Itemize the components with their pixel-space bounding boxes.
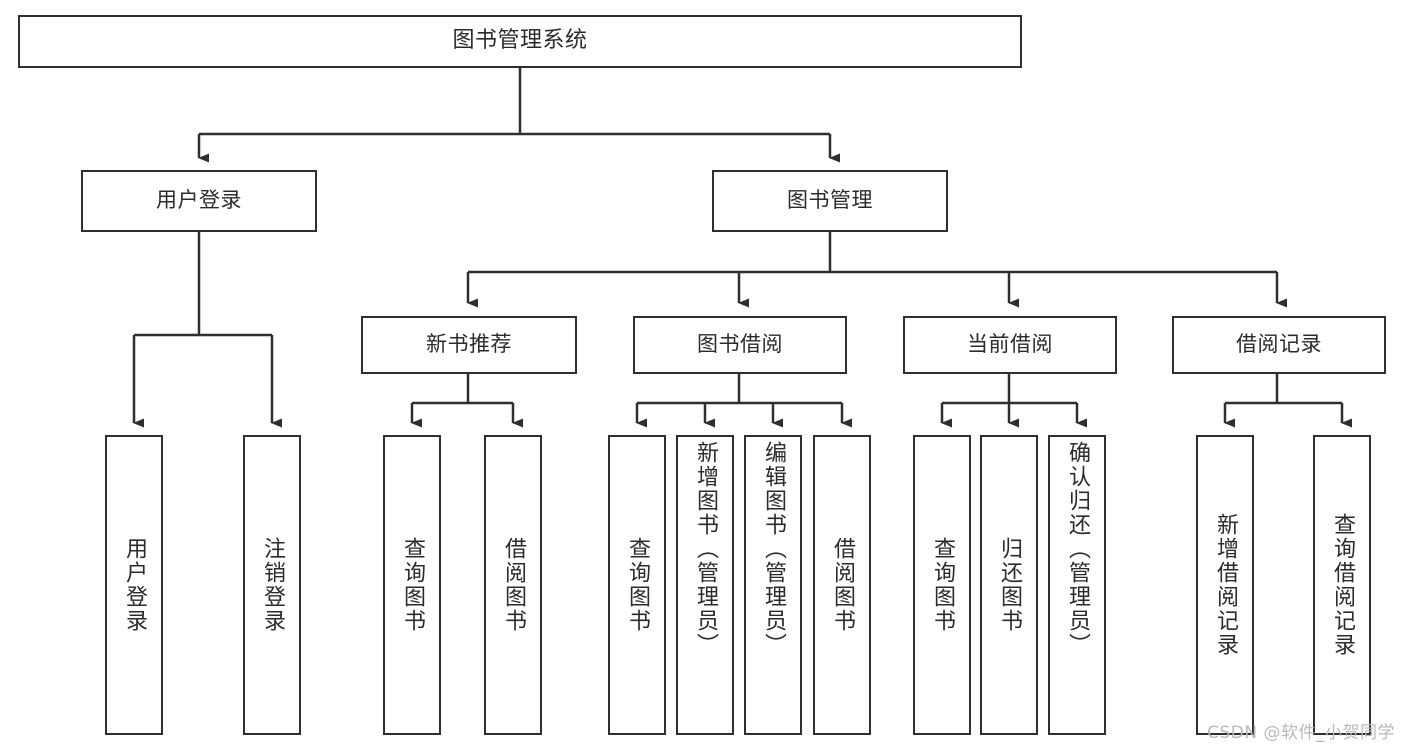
node-label: 查询图书: [400, 537, 425, 633]
node-label: 图书管理系统: [452, 28, 588, 54]
node-leaf-borrow-book-borrowing[interactable]: 借阅图书: [813, 435, 871, 735]
node-label: 借阅图书: [501, 537, 526, 633]
node-label: 图书管理: [787, 188, 873, 213]
node-label: 查询图书: [930, 537, 955, 633]
node-leaf-user-login[interactable]: 用户登录: [105, 435, 163, 735]
node-book-management[interactable]: 图书管理: [712, 170, 948, 232]
node-leaf-add-borrow-record[interactable]: 新增借阅记录: [1196, 435, 1254, 735]
node-label: 查询借阅记录: [1330, 513, 1355, 657]
node-leaf-borrow-book-recommendation[interactable]: 借阅图书: [484, 435, 542, 735]
node-root-book-management-system[interactable]: 图书管理系统: [18, 15, 1022, 68]
node-label: 当前借阅: [967, 332, 1053, 357]
node-label: 归还图书: [997, 537, 1022, 633]
node-label: 图书借阅: [697, 332, 783, 357]
node-leaf-logout-login[interactable]: 注销登录: [243, 435, 301, 735]
node-leaf-edit-book-admin[interactable]: 编辑图书（管理员）: [744, 435, 802, 735]
node-leaf-query-borrow-record[interactable]: 查询借阅记录: [1313, 435, 1371, 735]
node-user-login[interactable]: 用户登录: [81, 170, 317, 232]
node-leaf-query-book-current[interactable]: 查询图书: [913, 435, 971, 735]
node-leaf-return-book[interactable]: 归还图书: [980, 435, 1038, 735]
node-leaf-query-book-borrowing[interactable]: 查询图书: [608, 435, 666, 735]
node-label: 注销登录: [260, 537, 285, 633]
node-label: 确认归还（管理员）: [1065, 441, 1090, 657]
node-label: 借阅图书: [830, 537, 855, 633]
node-leaf-query-book-recommendation[interactable]: 查询图书: [383, 435, 441, 735]
node-label: 编辑图书（管理员）: [761, 441, 786, 657]
node-current-borrowing[interactable]: 当前借阅: [903, 316, 1117, 374]
node-leaf-confirm-return-admin[interactable]: 确认归还（管理员）: [1048, 435, 1106, 735]
node-label: 用户登录: [156, 188, 242, 213]
node-label: 新增图书（管理员）: [693, 441, 718, 657]
node-label: 查询图书: [625, 537, 650, 633]
node-label: 用户登录: [122, 537, 147, 633]
node-label: 新增借阅记录: [1213, 513, 1238, 657]
node-label: 新书推荐: [426, 332, 512, 357]
node-new-book-recommendation[interactable]: 新书推荐: [361, 316, 577, 374]
node-leaf-add-book-admin[interactable]: 新增图书（管理员）: [676, 435, 734, 735]
node-book-borrowing[interactable]: 图书借阅: [633, 316, 847, 374]
node-borrowing-record[interactable]: 借阅记录: [1172, 316, 1386, 374]
csdn-watermark: CSDN @软件_小贺同学: [1207, 723, 1395, 743]
node-label: 借阅记录: [1236, 332, 1322, 357]
